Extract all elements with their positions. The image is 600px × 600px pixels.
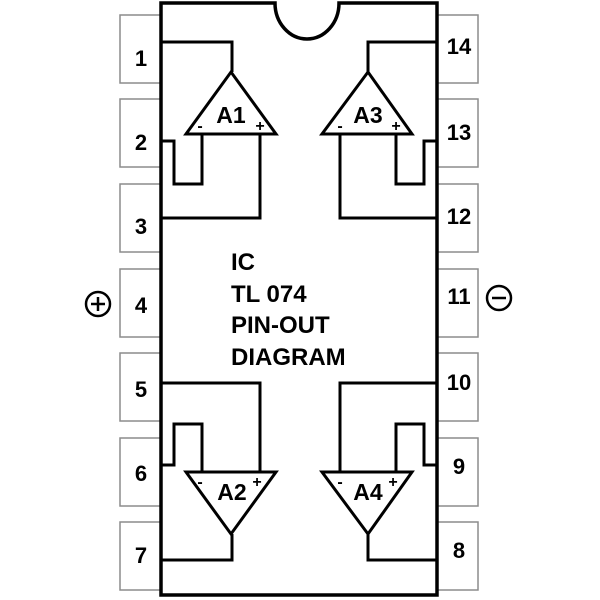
title-block: IC TL 074 PIN-OUT DIAGRAM — [231, 249, 346, 371]
pin-box-8 — [436, 521, 479, 591]
pin-box-11 — [436, 268, 479, 338]
title-line-pinout: PIN-OUT — [231, 312, 330, 339]
a3-output-wire — [366, 40, 437, 72]
a1-triangle — [183, 69, 279, 136]
a2-plus-sign: + — [252, 474, 261, 491]
pin-box-5 — [119, 352, 162, 422]
pin-number-9: 9 — [453, 454, 465, 479]
left-pin-boxes — [119, 14, 162, 591]
a4-label: A4 — [353, 479, 383, 505]
a2-triangle — [183, 470, 279, 537]
pin-box-3 — [119, 183, 162, 253]
a2-minus-sign: - — [197, 474, 202, 491]
plus-circle-icon — [84, 290, 112, 318]
amplifier-a4: A4 - + — [319, 381, 437, 562]
a1-plus-sign: + — [255, 118, 264, 135]
pin-number-8: 8 — [453, 538, 465, 563]
a4-output-wire — [366, 534, 437, 562]
pin-number-12: 12 — [447, 204, 471, 229]
pin-number-4: 4 — [135, 293, 148, 318]
a4-plus-sign: + — [388, 474, 397, 491]
a3-label: A3 — [353, 102, 382, 128]
a1-inverting-wire — [161, 134, 204, 186]
minus-circle-icon — [485, 284, 513, 312]
title-line-model: TL 074 — [231, 281, 307, 308]
a3-inverting-wire — [394, 134, 437, 186]
pin-number-3: 3 — [135, 214, 147, 239]
a2-output-wire — [161, 534, 234, 562]
a1-label: A1 — [216, 102, 246, 128]
a3-plus-sign: + — [391, 118, 400, 135]
a3-noninverting-wire — [338, 134, 437, 220]
a2-inverting-wire — [161, 422, 204, 472]
pin-number-13: 13 — [447, 120, 471, 145]
amplifier-a3: A3 - + — [319, 40, 437, 220]
pin-box-2 — [119, 98, 162, 168]
pin-box-9 — [436, 437, 479, 507]
a3-triangle — [319, 69, 415, 136]
a4-inverting-wire — [394, 422, 437, 472]
chip-body — [159, 1, 439, 597]
pin-number-1: 1 — [135, 46, 147, 71]
a2-label: A2 — [217, 479, 246, 505]
pin-box-6 — [119, 437, 162, 507]
pin-box-10 — [436, 352, 479, 422]
a2-noninverting-wire — [161, 381, 262, 472]
pin-number-7: 7 — [135, 543, 147, 568]
amplifier-a2: A2 - + — [161, 381, 279, 562]
a1-noninverting-wire — [161, 134, 262, 220]
pin-number-10: 10 — [447, 370, 471, 395]
pin-box-7 — [119, 521, 162, 591]
title-line-diagram: DIAGRAM — [231, 344, 346, 371]
title-line-ic: IC — [231, 249, 255, 276]
pin-number-6: 6 — [135, 461, 147, 486]
a1-output-wire — [161, 40, 234, 72]
pin-number-2: 2 — [135, 130, 147, 155]
pin-number-5: 5 — [135, 377, 147, 402]
a4-triangle — [319, 470, 415, 537]
a3-minus-sign: - — [337, 118, 342, 135]
a1-minus-sign: - — [197, 118, 202, 135]
pin-box-1 — [119, 14, 162, 84]
a4-minus-sign: - — [337, 474, 342, 491]
pin-number-14: 14 — [447, 34, 472, 59]
a4-noninverting-wire — [338, 381, 437, 472]
pin-number-11: 11 — [447, 284, 470, 309]
amplifier-a1: A1 - + — [161, 40, 279, 220]
